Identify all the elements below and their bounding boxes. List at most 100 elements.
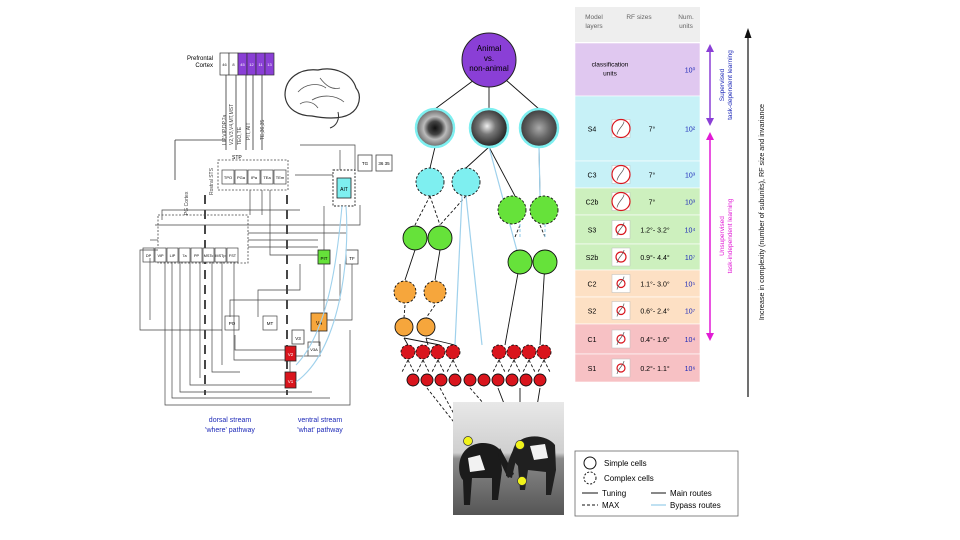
unsupervised-arrow: Unsupervised task-independent learning (706, 132, 734, 341)
table-num-units: 10³ (685, 173, 696, 180)
c1-unit (536, 344, 552, 360)
model-edge (543, 359, 551, 373)
table-layer-name: C2 (588, 282, 597, 289)
area-36-35: 36 35 (378, 161, 390, 166)
top-label-1: Animal (477, 44, 502, 53)
pfc-area-label: 45 (240, 62, 245, 67)
pfc-area-box (264, 52, 275, 76)
table-layer-name: S1 (588, 366, 597, 373)
model-edge (425, 337, 429, 346)
dorsal-area-box (142, 247, 155, 263)
table-header: Model (585, 14, 603, 21)
unsupervised-label: Unsupervised (719, 216, 726, 256)
legend-complex: Complex cells (604, 474, 654, 483)
area-tf: TF (349, 256, 355, 261)
table-layer-name: S2b (586, 255, 599, 262)
table-layer-name: C3 (588, 173, 597, 180)
s1-unit (533, 373, 547, 387)
dorsal-area-label: PP (194, 254, 200, 258)
table-header-bg (575, 7, 700, 42)
table-num-units: 10⁴ (685, 228, 696, 235)
dorsal-area-box (178, 247, 191, 263)
pfc-area-label: 13 (267, 62, 272, 67)
vlabel-1: LIP,VIP,DP,7a (222, 114, 228, 145)
stp-area-box (260, 169, 274, 185)
s4-feature-flower (414, 107, 456, 149)
table-rf-size: 0.2°- 1.1° (640, 365, 670, 373)
area-pit: PIT (320, 256, 327, 261)
model-edge (414, 195, 431, 226)
rf-circle (616, 334, 626, 344)
legend-tuning: Tuning (602, 489, 626, 498)
complexity-arrow: Increase in complexity (number of subuni… (744, 28, 766, 397)
table-rf-size: 1.1°- 3.0° (640, 281, 670, 289)
table-num-units: 10⁴ (685, 337, 696, 344)
model-edge (429, 195, 441, 226)
table-header: units (679, 23, 693, 30)
rf-sketch (616, 167, 625, 181)
mid-area-box (262, 315, 278, 331)
model-edge (431, 359, 439, 373)
pfc-area-label: 46 (222, 62, 227, 67)
legend-main: Main routes (670, 489, 712, 498)
pfc-area-label: 12 (249, 62, 254, 67)
model-edge (507, 359, 515, 373)
model-edge (492, 359, 500, 373)
rostral-sts-label: Rostral STS (209, 167, 215, 195)
input-sample-point (517, 476, 527, 486)
rf-circle (616, 363, 626, 373)
model-edge (522, 359, 530, 373)
model-edge (514, 224, 521, 238)
s2b-unit (507, 249, 533, 275)
table-layer-name: S4 (588, 127, 597, 134)
table-row (574, 42, 701, 97)
model-edge (465, 195, 483, 346)
legend-simple-icon (583, 456, 597, 470)
rf-sketch (616, 276, 625, 290)
area-v4: V4 (316, 321, 322, 327)
model-hierarchy: Animal vs. non-animal (393, 32, 564, 515)
model-edge (403, 337, 409, 346)
model-edge (537, 359, 545, 373)
model-edge (437, 359, 445, 373)
pg-cortex-label: PG Cortex (184, 191, 190, 215)
table-layer-name: classification (592, 62, 629, 69)
s2-unit (416, 317, 436, 337)
stp-area-label: TPO (224, 175, 232, 180)
model-edge (504, 261, 521, 346)
complexity-label: Increase in complexity (number of subuni… (757, 104, 766, 320)
model-edge (446, 359, 454, 373)
table-row (574, 269, 701, 298)
model-edge (454, 195, 463, 346)
stp-area-box (247, 169, 261, 185)
area-v2: V2 (288, 352, 294, 357)
rf-thumbnail (611, 329, 631, 349)
supervised-arrow: Supervised task-dependent learning (706, 44, 734, 126)
model-edge (452, 359, 460, 373)
model-edge (401, 359, 409, 373)
model-edge (403, 337, 441, 346)
s2-unit (394, 317, 414, 337)
rf-circle (611, 118, 631, 139)
stp-area-box (221, 169, 235, 185)
c3-unit (451, 167, 481, 197)
c1-unit (400, 344, 416, 360)
rf-sketch (616, 121, 625, 135)
s4-feature-leopard (518, 107, 560, 149)
dorsal-area-box (214, 247, 227, 263)
stp-area-label: IPa (251, 175, 258, 180)
dorsal-area-label: 7a (182, 254, 187, 258)
vlabel-3: TEO,TE (237, 126, 243, 145)
unsupervised-label-2: task-independent learning (727, 198, 734, 273)
model-edge (416, 359, 424, 373)
model-edge (425, 304, 436, 319)
dorsal-area-label: MSTp (215, 254, 225, 258)
legend-bypass: Bypass routes (670, 501, 721, 510)
c2b-unit (529, 195, 559, 225)
table-rf-size: 0.9°- 4.4° (640, 254, 670, 262)
rf-sketch (616, 360, 625, 375)
